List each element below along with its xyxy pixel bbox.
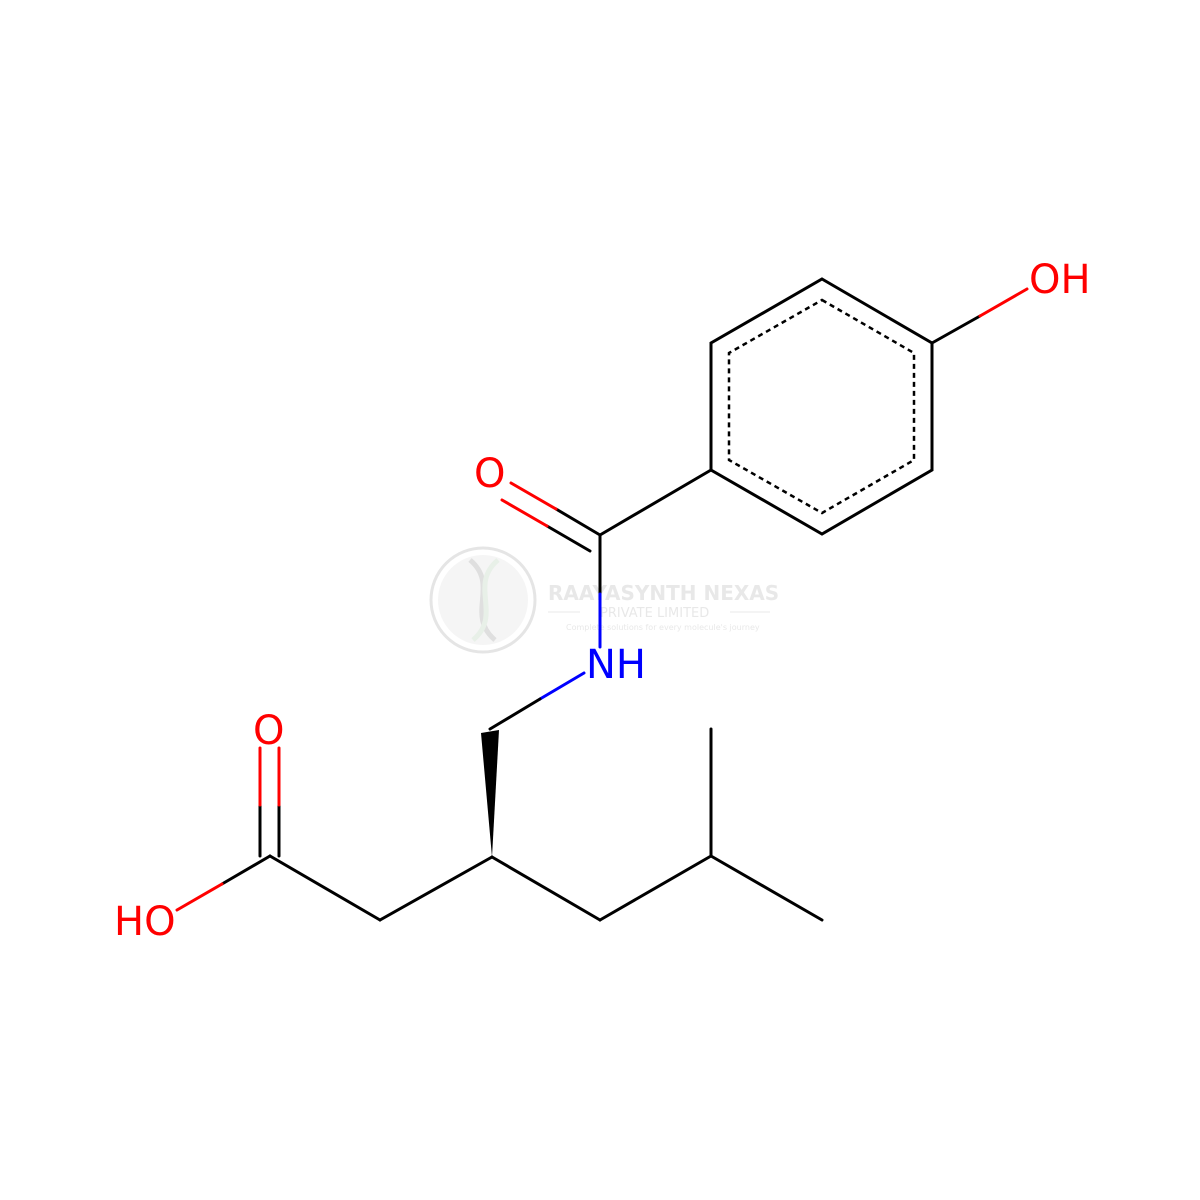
atom-label-nh: NH (586, 642, 646, 688)
bond-co-red-a (509, 481, 558, 511)
bond-ring-oh-black (930, 314, 982, 345)
bond-wedge (481, 730, 499, 857)
atom-label-phenol-oh: OH (1029, 257, 1091, 303)
benzene-ring (709, 277, 934, 536)
bond-chiral-ch2 (490, 855, 602, 922)
bond-acid-oh-black (220, 854, 272, 886)
bond-n-ch2-black (488, 697, 542, 731)
bond-ring-oh-red (978, 287, 1029, 318)
watermark-tagline: Complete solutions for every molecule's … (566, 623, 760, 632)
watermark-company: RAAYASYNTH NEXAS (548, 581, 779, 605)
bond-co-red-b (500, 498, 549, 528)
watermark-subtitle: PRIVATE LIMITED (600, 606, 709, 621)
ring-aromatic-dashed (727, 298, 916, 515)
bond-co-black-b (545, 524, 592, 553)
bond-n-ch2-blue (538, 671, 586, 701)
atom-label-acid-o: O (253, 708, 284, 754)
bond-ring-carbonyl (598, 468, 713, 537)
bond-ch2-ch (598, 854, 713, 922)
watermark: RAAYASYNTH NEXAS PRIVATE LIMITED Complet… (429, 546, 779, 654)
dna-helix-icon (468, 558, 500, 642)
ring-outer (709, 277, 934, 536)
atom-label-acid-ho: HO (114, 899, 176, 945)
bond-chiral-ch2-acid (378, 855, 494, 922)
watermark-ring (429, 546, 537, 654)
bond-ch2-cooh (268, 854, 382, 922)
atom-label-amide-o: O (474, 451, 505, 497)
bond-co-black-a (554, 507, 602, 537)
bond-acid-oh-red (175, 882, 224, 912)
bond-ch-methyl-right (709, 854, 824, 922)
